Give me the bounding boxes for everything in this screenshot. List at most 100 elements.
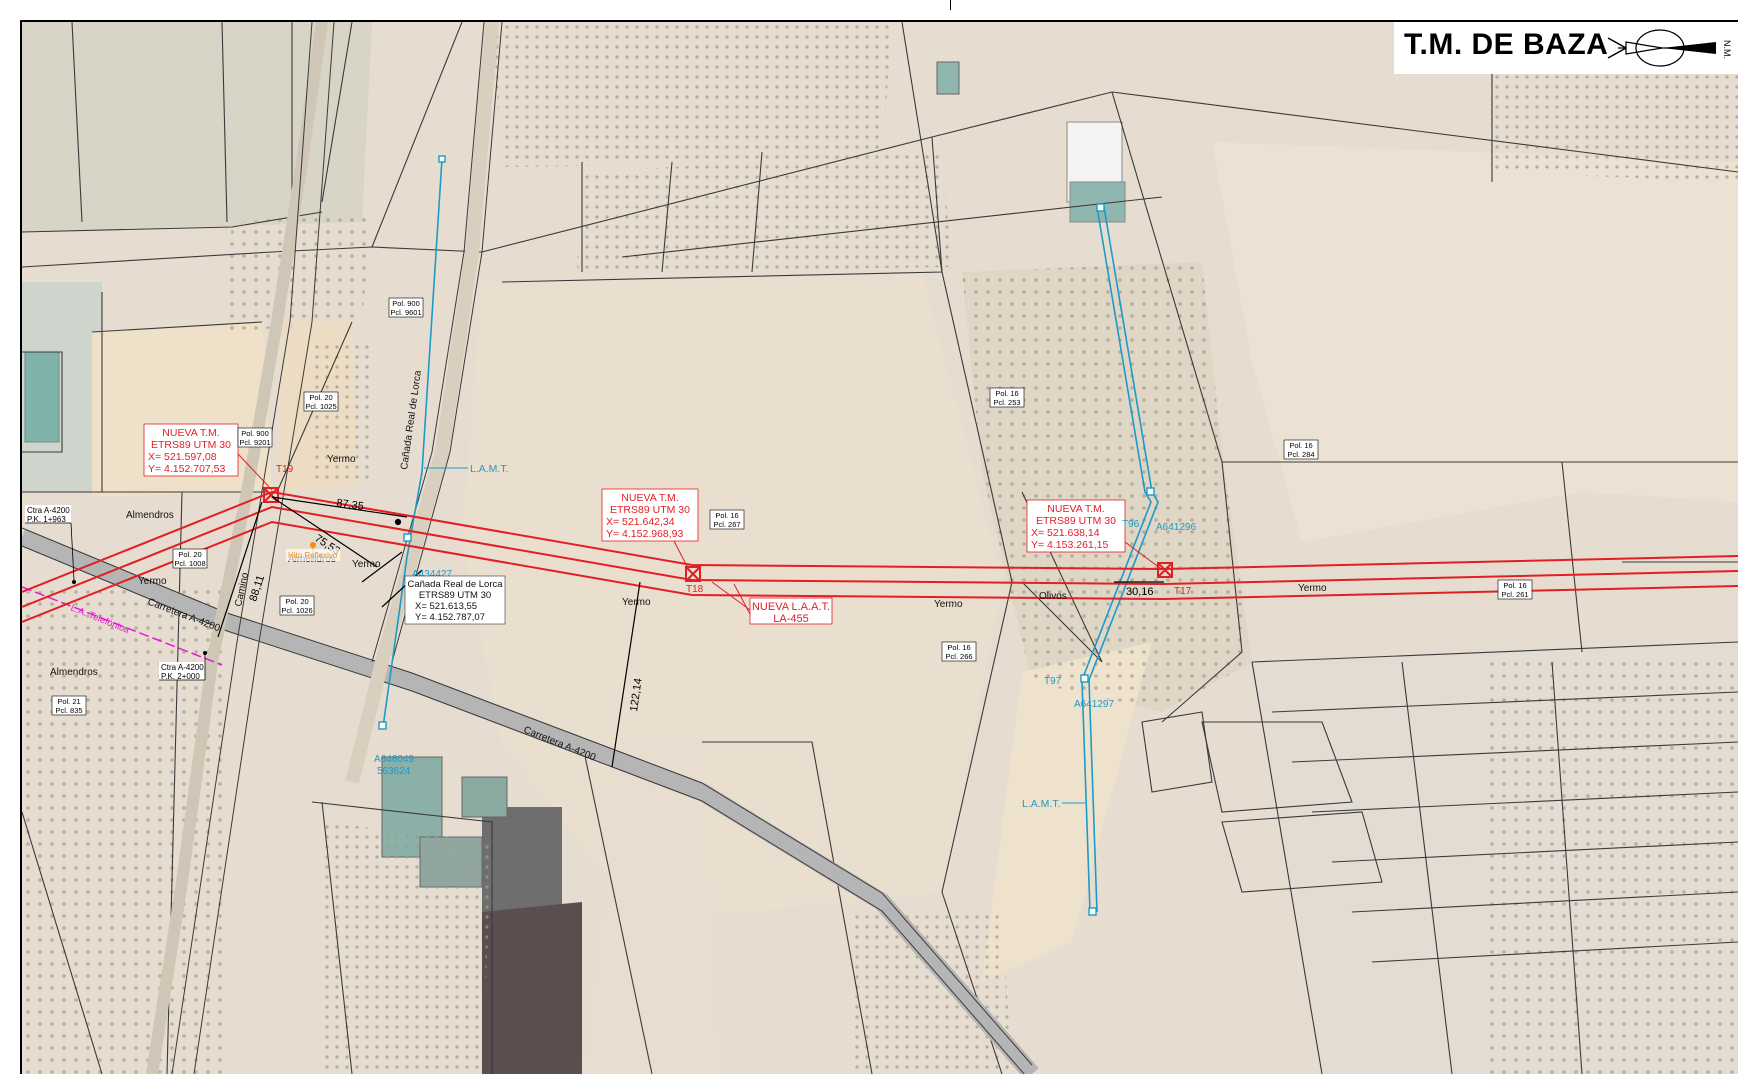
canada-box-line-3: X= 521.613,55 [415, 601, 477, 612]
canada-box-line-2: ETRS89 UTM 30 [419, 590, 491, 601]
t18-box-line-4: Y= 4.152.968,93 [606, 528, 684, 540]
dimension-lines [217, 496, 1164, 768]
map-canvas[interactable]: NUEVA T.M. ETRS89 UTM 30 X= 521.597,08 Y… [22, 22, 1738, 1074]
svg-text:Yermo: Yermo [352, 559, 381, 570]
cyan-label-A646049: A646049 [374, 754, 414, 765]
svg-text:Pcl. 284: Pcl. 284 [1287, 450, 1314, 459]
dim-30-16: 30,16 [1126, 586, 1154, 598]
tower-t18-label: T18 [686, 584, 704, 595]
t19-box-line-2: ETRS89 UTM 30 [151, 439, 231, 451]
svg-text:Pcl. 1025: Pcl. 1025 [305, 402, 336, 411]
svg-text:Pol. 21: Pol. 21 [57, 697, 80, 706]
svg-text:Yermo: Yermo [327, 454, 356, 465]
tower-markers[interactable] [263, 487, 1173, 582]
north-label: N.M. [1722, 40, 1732, 59]
svg-text:Pol. 900: Pol. 900 [241, 429, 269, 438]
cyan-label-A434427: A434427 [412, 569, 452, 580]
dim-122-14: 122,14 [628, 677, 645, 712]
svg-text:Almendros: Almendros [50, 667, 98, 678]
svg-text:Pcl. 9201: Pcl. 9201 [239, 438, 270, 447]
t19-info-box: NUEVA T.M. ETRS89 UTM 30 X= 521.597,08 Y… [143, 423, 239, 477]
svg-text:Pcl. 253: Pcl. 253 [993, 398, 1020, 407]
tower-t19-label: T19 [276, 464, 294, 475]
laat-label-1: NUEVA L.A.A.T. [752, 601, 830, 613]
svg-text:Pcl. 261: Pcl. 261 [1501, 590, 1528, 599]
laat-label-2: LA-455 [773, 613, 808, 625]
svg-text:Pol. 16: Pol. 16 [995, 389, 1018, 398]
svg-text:Pcl. 266: Pcl. 266 [945, 652, 972, 661]
cyan-label-563624: 563624 [377, 766, 411, 777]
canada-box-line-1: Cañada Real de Lorca [407, 579, 503, 590]
canada-info-box: Cañada Real de Lorca ETRS89 UTM 30 X= 52… [404, 575, 506, 625]
svg-text:Yermo: Yermo [138, 576, 167, 587]
svg-text:Pol. 20: Pol. 20 [178, 550, 201, 559]
t17-info-box: NUEVA T.M. ETRS89 UTM 30 X= 521.638,14 Y… [1026, 499, 1126, 553]
cyan-label-A641297: A641297 [1074, 699, 1114, 710]
svg-text:Pol. 900: Pol. 900 [392, 299, 420, 308]
laat-label-box: NUEVA L.A.A.T. LA-455 [749, 597, 833, 625]
svg-text:Pcl. 835: Pcl. 835 [55, 706, 82, 715]
svg-text:Ctra A-4200: Ctra A-4200 [161, 663, 204, 672]
t17-box-line-4: Y= 4.153.261,15 [1031, 539, 1109, 551]
title-box: T.M. DE BAZA N.M. [1394, 22, 1738, 74]
tower-t17-marker[interactable] [1157, 562, 1173, 578]
t18-info-box: NUEVA T.M. ETRS89 UTM 30 X= 521.642,34 Y… [601, 488, 699, 542]
cyan-label-A641296: A641296 [1156, 522, 1196, 533]
cyan-label-T97: T97 [1044, 676, 1062, 687]
t19-box-line-1: NUEVA T.M. [162, 427, 219, 439]
svg-text:Pol. 16: Pol. 16 [715, 511, 738, 520]
map-frame: NUEVA T.M. ETRS89 UTM 30 X= 521.597,08 Y… [20, 20, 1738, 1074]
t19-box-line-4: Y= 4.152.707,53 [148, 463, 226, 475]
svg-text:P.K. 2+000: P.K. 2+000 [161, 672, 200, 681]
svg-text:Yermo: Yermo [1298, 583, 1327, 594]
svg-text:Yermo: Yermo [622, 597, 651, 608]
t19-box-line-3: X= 521.597,08 [148, 451, 217, 463]
t17-box-line-1: NUEVA T.M. [1047, 503, 1104, 515]
lamt-label-1: L.A.M.T. [470, 463, 509, 475]
dim-87-35: 87,35 [336, 497, 365, 513]
t17-box-line-3: X= 521.638,14 [1031, 527, 1100, 539]
telefonica-line[interactable] [22, 586, 223, 666]
t18-box-line-1: NUEVA T.M. [621, 492, 678, 504]
lamt-supports[interactable] [378, 155, 1155, 916]
svg-text:P.K. 1+963: P.K. 1+963 [27, 515, 66, 524]
hito-label: Hito Reflexivo [288, 551, 338, 560]
t18-box-line-3: X= 521.642,34 [606, 516, 675, 528]
lamt-label-2: L.A.M.T. [1022, 798, 1061, 810]
road-layer [22, 22, 1039, 1074]
svg-text:Pcl. 9601: Pcl. 9601 [390, 308, 421, 317]
svg-text:Pol. 16: Pol. 16 [1289, 441, 1312, 450]
svg-text:Olivos: Olivos [1039, 591, 1067, 602]
cyan-label-T96: T96 [1122, 519, 1140, 530]
lamt-lines[interactable] [382, 158, 1159, 913]
svg-text:Ctra A-4200: Ctra A-4200 [27, 506, 70, 515]
svg-text:Almendros: Almendros [126, 510, 174, 521]
svg-text:Pol. 20: Pol. 20 [285, 597, 308, 606]
svg-text:Yermo: Yermo [934, 599, 963, 610]
frame-tick [950, 0, 951, 10]
t18-box-line-2: ETRS89 UTM 30 [610, 504, 690, 516]
svg-text:Pol. 16: Pol. 16 [947, 643, 970, 652]
t17-box-line-2: ETRS89 UTM 30 [1036, 515, 1116, 527]
svg-text:Pol. 16: Pol. 16 [1503, 581, 1526, 590]
tower-t17-label: T17 [1174, 586, 1192, 597]
svg-text:Pcl. 1026: Pcl. 1026 [281, 606, 312, 615]
svg-text:Pol. 20: Pol. 20 [309, 393, 332, 402]
page-title: T.M. DE BAZA [1404, 28, 1609, 61]
svg-text:Pcl. 267: Pcl. 267 [713, 520, 740, 529]
